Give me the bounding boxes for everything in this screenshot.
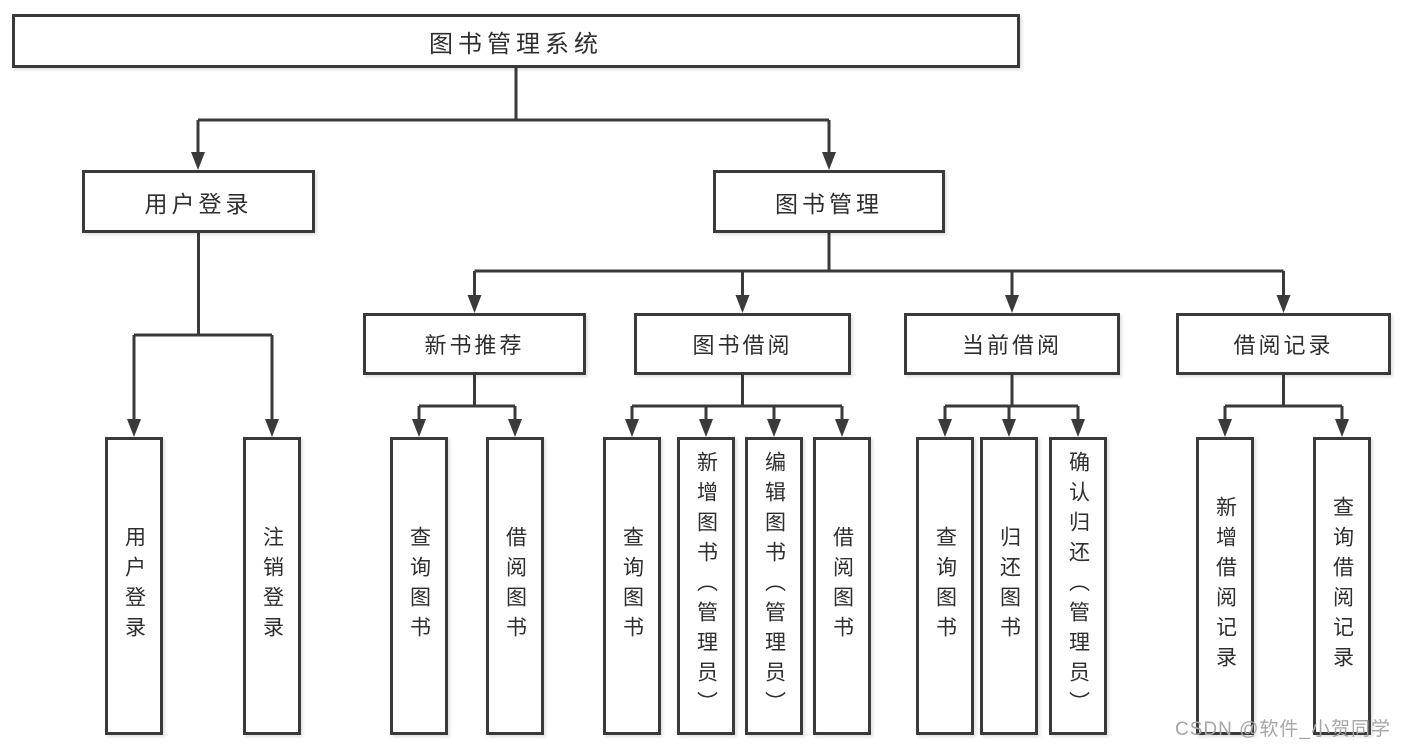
arrowhead-icon [412,419,426,437]
node-book-management: 图书管理 [713,170,945,233]
arrowhead-icon [822,152,836,170]
node-user-login: 用户登录 [82,170,315,233]
node-logout-action: 注销登录 [243,437,301,735]
edge-lines [132,68,1344,420]
arrowhead-icon [1218,419,1232,437]
arrowhead-icon [467,295,482,313]
node-br-add-record: 新增借阅记录 [1196,437,1254,735]
node-bb-borrow-book-label: 借阅图书 [830,526,854,646]
arrowhead-icon [508,419,522,437]
arrowhead-icon [835,419,849,437]
edge-current-borrow-split [943,375,1080,420]
node-nbr-search-book: 查询图书 [390,437,448,735]
node-cb-search-book-label: 查询图书 [933,526,957,646]
arrowhead-icon [265,419,279,437]
node-new-book-recommend-label: 新书推荐 [424,333,525,358]
arrowhead-icon [1005,295,1019,313]
node-user-login-action: 用户登录 [105,437,163,735]
node-br-add-record-label: 新增借阅记录 [1213,496,1237,676]
node-user-login-action-label: 用户登录 [122,526,146,646]
edge-root-split [196,68,831,153]
node-nbr-borrow-book: 借阅图书 [486,437,544,735]
node-cb-confirm-return-admin: 确认归还（管理员） [1049,437,1107,735]
edge-user-login-split [132,233,274,420]
node-book-management-label: 图书管理 [775,190,883,217]
node-current-borrow: 当前借阅 [904,313,1120,375]
node-library-system: 图书管理系统 [12,14,1020,68]
node-bb-add-book-admin-label: 新增图书（管理员） [694,451,718,721]
node-library-system-label: 图书管理系统 [429,30,603,58]
node-borrow-records: 借阅记录 [1176,313,1391,375]
node-current-borrow-label: 当前借阅 [961,333,1062,358]
edge-book-management-split [473,233,1285,296]
node-bb-edit-book-admin-label: 编辑图书（管理员） [762,451,786,721]
arrowhead-icon [625,419,639,437]
node-bb-add-book-admin: 新增图书（管理员） [677,437,735,735]
node-br-search-record-label: 查询借阅记录 [1330,496,1354,676]
arrowhead-icon [1002,419,1016,437]
node-borrow-records-label: 借阅记录 [1233,333,1334,358]
node-bb-borrow-book: 借阅图书 [813,437,871,735]
arrowhead-icon [735,295,750,313]
arrowhead-icons [127,152,1349,437]
edge-borrow-record-split [1223,375,1344,420]
arrowhead-icon [1335,419,1349,437]
node-bb-edit-book-admin: 编辑图书（管理员） [745,437,803,735]
arrowhead-icon [1071,419,1085,437]
node-logout-action-label: 注销登录 [260,526,284,646]
node-cb-confirm-return-admin-label: 确认归还（管理员） [1066,451,1090,721]
node-bb-search-book: 查询图书 [603,437,661,735]
node-nbr-search-book-label: 查询图书 [407,526,431,646]
node-cb-return-book: 归还图书 [980,437,1038,735]
arrowhead-icon [1276,295,1291,313]
node-book-borrow-label: 图书借阅 [692,333,793,358]
node-nbr-borrow-book-label: 借阅图书 [503,526,527,646]
arrowhead-icon [699,419,713,437]
arrowhead-icon [127,419,141,437]
arrowhead-icon [767,419,781,437]
edge-book-borrow-split [630,375,844,420]
node-cb-return-book-label: 归还图书 [997,526,1021,646]
node-new-book-recommend: 新书推荐 [363,313,586,375]
edge-new-book-split [417,375,517,420]
node-user-login-label: 用户登录 [144,190,253,217]
node-cb-search-book: 查询图书 [916,437,974,735]
node-bb-search-book-label: 查询图书 [620,526,644,646]
arrowhead-icon [938,419,952,437]
node-br-search-record: 查询借阅记录 [1313,437,1371,735]
arrowhead-icon [191,152,205,170]
node-book-borrow: 图书借阅 [634,313,851,375]
watermark: CSDN @软件_小贺同学 [1175,719,1391,740]
